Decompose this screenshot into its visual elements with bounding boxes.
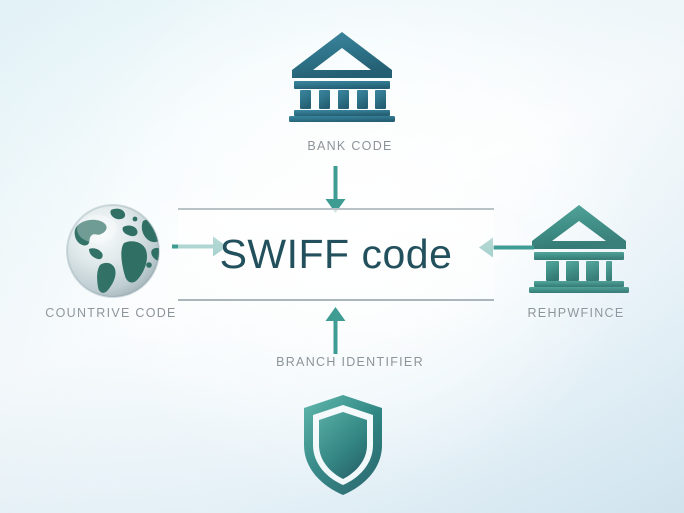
label-bank-code: BANK CODE: [307, 139, 393, 153]
globe-icon: [61, 199, 165, 303]
bank-building-icon: [287, 28, 397, 124]
center-node-swiff-code: SWIFF code: [178, 208, 494, 301]
label-countrive-code: COUNTRIVE CODE: [45, 306, 177, 320]
label-branch-identifier: BRANCH IDENTIFIER: [276, 355, 424, 369]
label-rehpwfince: REHPWFINCE: [527, 306, 625, 320]
arrow-up-icon: [322, 306, 350, 354]
center-node-label: SWIFF code: [219, 231, 453, 277]
shield-icon: [300, 393, 386, 497]
bank-building-icon: [527, 200, 631, 294]
arrow-down-icon: [322, 166, 350, 214]
